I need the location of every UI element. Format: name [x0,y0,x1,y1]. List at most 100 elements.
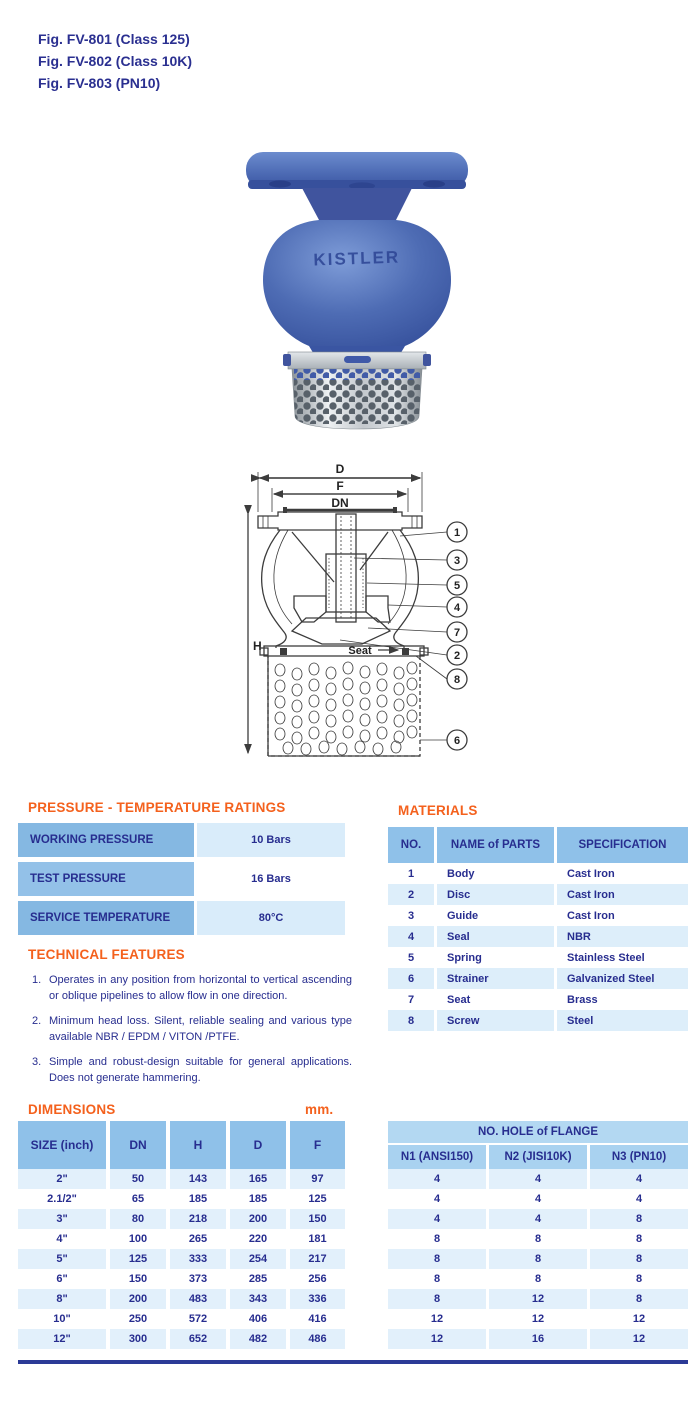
flange-cell: 12 [489,1289,587,1309]
flange-header: N1 (ANSI150) [388,1145,486,1169]
pressure-table: WORKING PRESSURE 10 Bars TEST PRESSURE 1… [18,823,345,935]
dimensions-section-title: DIMENSIONS [28,1102,116,1117]
dims-cell: 406 [248,1313,268,1325]
dims-cell: 10" [53,1313,71,1325]
materials-cell: Strainer [437,968,554,989]
valve-flange [246,152,468,188]
figure-line-3: Fig. FV-803 (PN10) [38,75,161,91]
dims-cell: 97 [290,1169,345,1189]
dims-cell: 4" [56,1233,68,1245]
dims-cell: 100 [128,1233,148,1245]
flange-cell: 8 [590,1209,688,1229]
flange-cell: 16 [489,1329,587,1349]
materials-cell: Cast Iron [557,884,688,905]
dims-cell: 185 [188,1193,208,1205]
materials-cell: Screw [437,1010,554,1031]
flange-cell: 4 [635,1193,643,1205]
valve-diagram-svg: D F DN H Seat [244,462,468,757]
dims-cell: 217 [290,1249,345,1269]
dims-cell: 486 [290,1329,345,1349]
pressure-section-title: PRESSURE - TEMPERATURE RATINGS [28,800,286,815]
materials-cell: Brass [567,993,598,1006]
feature-item: 3. Simple and robust-design suitable for… [32,1054,354,1086]
dims-cell: 333 [170,1249,226,1269]
dims-cell: 220 [248,1233,268,1245]
dims-cell: 185 [248,1193,268,1205]
dim-label-dn: DN [331,496,348,510]
materials-cell: 8 [388,1010,434,1031]
flange-cell: 12 [430,1313,444,1325]
strainer-rim-tab [283,354,291,366]
materials-header-no: NO. [388,827,434,863]
valve-photo-svg: KISTLER [246,152,468,430]
materials-section-title: MATERIALS [398,803,478,818]
flange-cell: 8 [433,1233,441,1245]
pressure-row-value: 80°C [197,901,345,935]
materials-header-spec: SPECIFICATION [557,827,688,863]
dims-cell: 373 [188,1273,208,1285]
flange-header: N3 (PN10) [590,1145,688,1169]
materials-cell: 7 [407,993,415,1006]
callout-6: 6 [454,735,460,747]
feature-text: Simple and robust-design suitable for ge… [49,1056,352,1084]
dim-label-h: H [253,639,262,653]
brand-embossing: KISTLER [313,247,400,269]
features-list: 1. Operates in any position from horizon… [32,972,354,1095]
materials-cell: 4 [388,926,434,947]
flange-cell: 8 [635,1273,643,1285]
materials-cell: 6 [388,968,434,989]
features-section-title: TECHNICAL FEATURES [28,947,185,962]
dims-cell: 2" [18,1169,106,1189]
dims-cell: 5" [18,1249,106,1269]
flange-cell: 8 [534,1273,542,1285]
dim-label-f: F [336,479,343,493]
strainer-holes [294,369,420,424]
dims-cell: 65 [131,1193,145,1205]
pressure-row-value: 16 Bars [197,862,345,896]
materials-cell: Seal [437,926,554,947]
feature-number: 3. [32,1056,42,1068]
pressure-row-value: 10 Bars [197,823,345,857]
dim-label-d: D [336,462,345,476]
dims-cell: 125 [110,1249,166,1269]
dims-cell: 50 [110,1169,166,1189]
materials-cell: Steel [557,1010,688,1031]
materials-cell: Spring [447,951,482,964]
feature-text: Operates in any position from horizontal… [49,974,352,1002]
flange-cell: 8 [635,1233,643,1245]
flange-cell: 8 [590,1289,688,1309]
flange-cell: 8 [388,1289,486,1309]
dims-cell: 482 [230,1329,286,1349]
callout-7: 7 [454,627,460,639]
materials-cell: NBR [557,926,688,947]
figure-line-1: Fig. FV-801 (Class 125) [38,31,190,47]
dims-cell: 250 [128,1313,148,1325]
callout-3: 3 [454,555,460,567]
callout-5: 5 [454,580,460,592]
dims-cell: 181 [308,1233,327,1245]
dims-cell: 143 [170,1169,226,1189]
feature-text: Minimum head loss. Silent, reliable seal… [49,1015,352,1043]
flange-cell: 12 [388,1329,486,1349]
materials-cell: Stainless Steel [567,951,645,964]
pressure-row-label: TEST PRESSURE [18,862,194,896]
dims-cell: 150 [128,1273,148,1285]
valve-neck [302,188,412,220]
flange-bolt-hole [269,180,291,188]
dims-cell: 125 [308,1193,327,1205]
callout-1: 1 [454,527,460,539]
dims-cell: 165 [230,1169,286,1189]
flange-cell: 12 [531,1313,545,1325]
dims-cell: 6" [56,1273,68,1285]
flange-cell: 8 [388,1249,486,1269]
flange-cell: 4 [433,1193,441,1205]
feature-item: 2. Minimum head loss. Silent, reliable s… [32,1013,354,1045]
flange-cell: 12 [590,1329,688,1349]
callout-4: 4 [454,602,461,614]
materials-cell: Guide [447,909,479,922]
dims-cell: 3" [18,1209,106,1229]
dims-cell: 150 [290,1209,345,1229]
dims-cell: 572 [188,1313,208,1325]
flange-cell: 8 [534,1233,542,1245]
dims-cell: 218 [170,1209,226,1229]
